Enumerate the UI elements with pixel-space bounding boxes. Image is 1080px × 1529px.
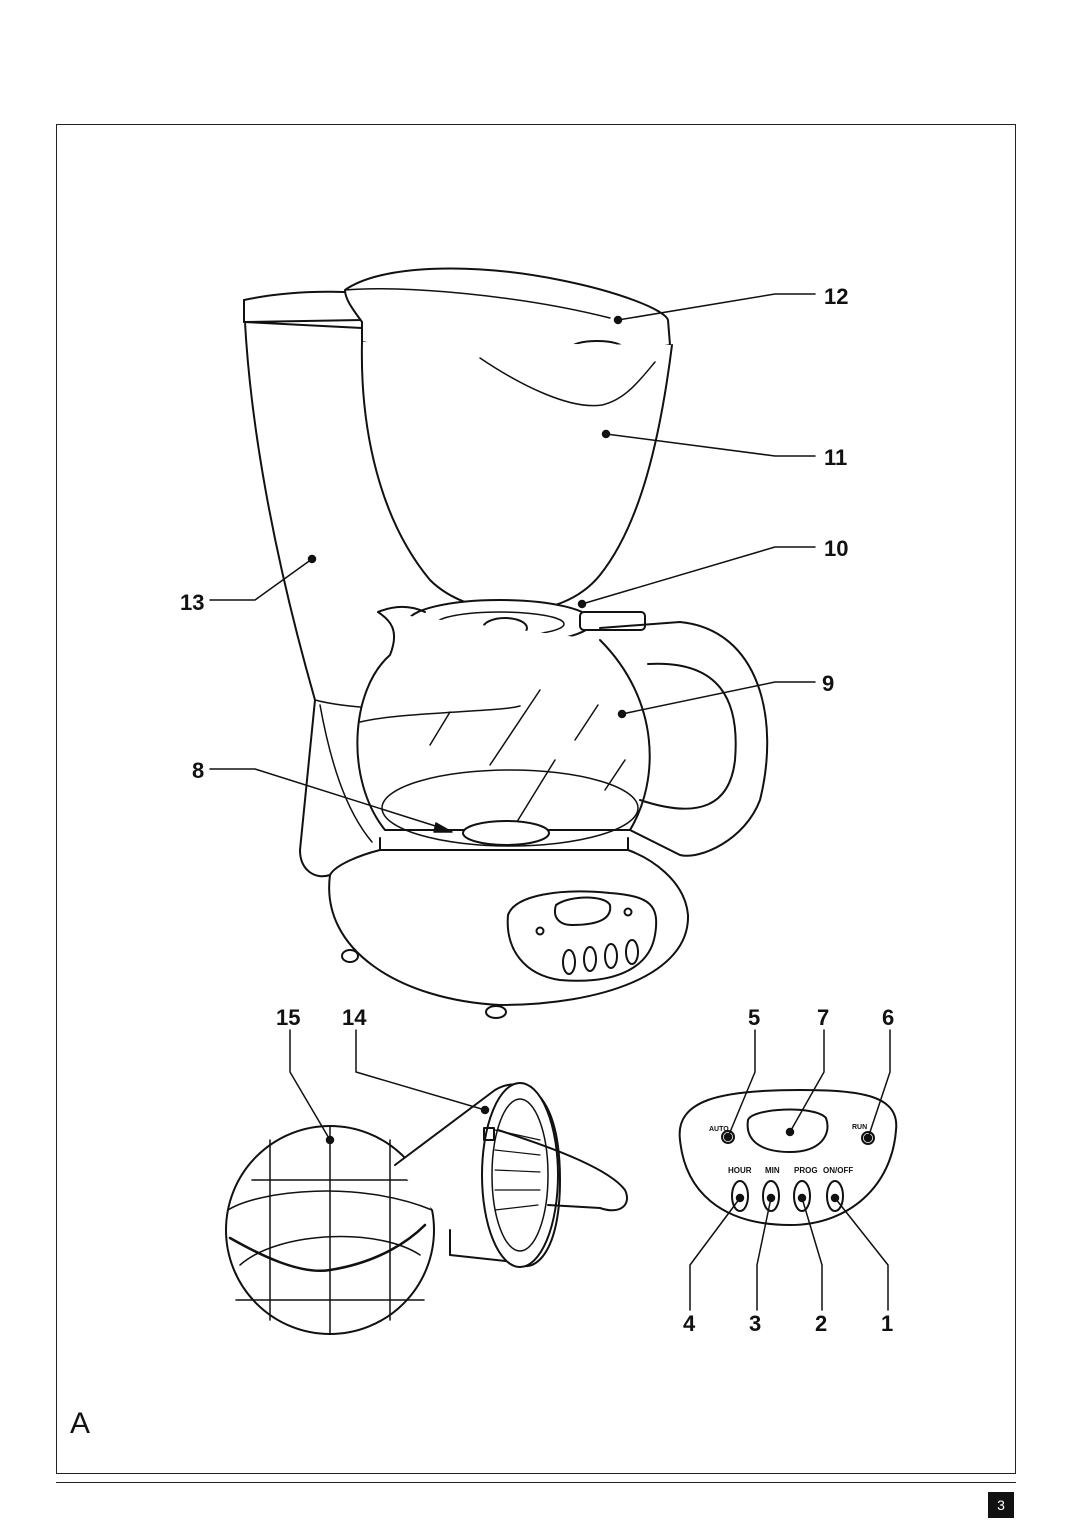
callout-13: 13 [180,590,205,615]
water-tank [360,341,673,613]
callout-5: 5 [748,1005,761,1030]
tank-water-level [479,357,656,407]
callout-8: 8 [192,758,205,783]
jug-base-ring [381,769,639,847]
callout-4: 4 [683,1311,696,1336]
glass-jug [356,611,651,831]
callout-14: 14 [342,1005,367,1030]
tank-lid-top [344,287,611,319]
display-window [746,1108,829,1153]
callout-10: 10 [824,536,849,561]
prog-label: PROG [794,1166,818,1175]
body-housing [243,299,363,878]
min-label: MIN [765,1166,780,1175]
cone-handle [497,1129,628,1212]
callout-11: 11 [824,445,848,470]
callout-1: 1 [881,1311,894,1336]
jug-handle [599,621,769,857]
callout-7: 7 [817,1005,830,1030]
jug-spout [377,605,426,613]
warming-plate [462,820,550,846]
footer-rule [56,1482,1016,1483]
coffee-maker-illustration [243,267,769,1019]
onoff-label: ON/OFF [823,1166,853,1175]
figure-frame [56,124,1016,1474]
page-number: 3 [988,1492,1014,1518]
callout-12: 12 [824,284,849,309]
hour-label: HOUR [728,1166,752,1175]
leader-lines [209,293,891,1311]
filter-accessories [225,1082,628,1335]
auto-label: AUTO [709,1126,729,1133]
callout-9: 9 [822,671,835,696]
callout-3: 3 [749,1311,762,1336]
tank-lid [344,267,671,356]
callout-15: 15 [276,1005,301,1030]
callout-2: 2 [815,1311,828,1336]
run-label: RUN [852,1124,867,1131]
base-control-panel [506,890,658,982]
control-panel-detail: AUTO RUN HOUR MIN PROG ON/OFF [678,1089,898,1226]
body-lower [319,704,373,843]
callout-6: 6 [882,1005,895,1030]
figure-letter: A [70,1407,91,1440]
